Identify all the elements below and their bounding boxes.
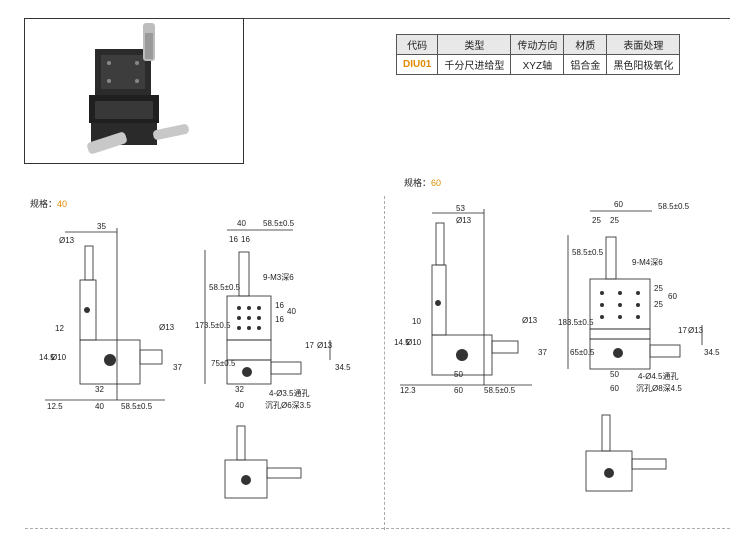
cell-material: 铝合金: [563, 54, 608, 75]
dim-60-u: 34.5: [704, 348, 720, 357]
spec-value: 40: [57, 199, 68, 209]
dim-60-s: 17: [678, 326, 687, 335]
dim-40-hole1: 4-Ø3.5通孔: [269, 388, 309, 398]
dim-40-e: 16: [229, 235, 238, 244]
dim-60-b: Ø13: [456, 216, 472, 225]
bottom-divider: [25, 528, 730, 529]
spec-value: 60: [431, 178, 442, 188]
dim-60-a: 53: [456, 204, 465, 213]
dim-60-c: 60: [614, 200, 623, 209]
cell-finish: 黑色阳极氧化: [606, 54, 681, 75]
drawing-60: 53 Ø13 10 14.5 Ø10 Ø13 37 50 12.3 60 58.…: [394, 200, 720, 492]
dim-60-z: 58.5±0.5: [484, 386, 516, 395]
dim-40-u: 34.5: [335, 363, 351, 372]
dim-40-h: 58.5±0.5: [209, 283, 241, 292]
dim-40-a: 35: [97, 222, 106, 231]
dim-40-j: 12: [55, 324, 64, 333]
dim-40-c: 40: [237, 219, 246, 228]
dim-40-m: Ø13: [159, 323, 175, 332]
dim-40-l: Ø10: [51, 353, 67, 362]
table-row: DIU01 千分尺进给型 XYZ轴 铝合金 黑色阳极氧化: [395, 54, 681, 75]
dim-60-n: 37: [538, 348, 547, 357]
dim-40-t: Ø13: [317, 341, 333, 350]
top-rule: [25, 18, 730, 19]
dim-60-v: 50: [454, 370, 463, 379]
spec-label-40: 规格：40: [30, 197, 67, 210]
dim-40-k: 14.5: [39, 353, 55, 362]
cell-type: 千分尺进给型: [437, 54, 512, 75]
dim-60-w: 60: [610, 384, 619, 393]
col-material: 材质: [563, 34, 608, 55]
dim-60-hole2: 沉孔Ø8深4.5: [636, 384, 682, 393]
dim-60-bot: 50: [610, 370, 619, 379]
dim-60-p: 25: [654, 300, 663, 309]
dim-40-q: 40: [287, 307, 296, 316]
dim-40-s: 17: [305, 341, 314, 350]
dim-40-w: 40: [235, 401, 244, 410]
xyz-stage-photo-icon: [87, 23, 189, 154]
spec-table: 代码 类型 传动方向 材质 表面处理 DIU01 千分尺进给型 XYZ轴 铝合金…: [395, 34, 681, 75]
dim-40-f: 16: [241, 235, 250, 244]
dim-40-p: 16: [275, 315, 284, 324]
dim-60-x: 12.3: [400, 386, 416, 395]
dim-60-h: 58.5±0.5: [572, 248, 604, 257]
dim-60-t: Ø13: [688, 326, 704, 335]
col-code: 代码: [395, 34, 439, 55]
dim-40-bot: 32: [235, 385, 244, 394]
dim-60-r: 65±0.5: [570, 348, 595, 357]
dim-60-q: 60: [668, 292, 677, 301]
dim-60-d: 58.5±0.5: [658, 202, 690, 211]
dim-40-b: Ø13: [59, 236, 75, 245]
dim-60-m: Ø13: [522, 316, 538, 325]
cell-direction: XYZ轴: [510, 54, 565, 75]
dim-40-hole2: 沉孔Ø6深3.5: [265, 401, 311, 410]
dim-40-n: 37: [173, 363, 182, 372]
dim-60-e: 25: [592, 216, 601, 225]
dim-60-hole1: 4-Ø4.5通孔: [638, 371, 678, 381]
spec-label-60: 规格：60: [404, 176, 441, 189]
dim-60-i: 183.5±0.5: [558, 318, 594, 327]
col-type: 类型: [437, 34, 512, 55]
col-finish: 表面处理: [606, 34, 681, 55]
dim-40-o: 16: [275, 301, 284, 310]
section-divider: [384, 196, 385, 530]
dim-60-o: 25: [654, 284, 663, 293]
dim-60-y: 60: [454, 386, 463, 395]
dim-40-x: 12.5: [47, 402, 63, 411]
dim-40-i: 173.5±0.5: [195, 321, 231, 330]
dim-60-j: 10: [412, 317, 421, 326]
spec-prefix: 规格：: [30, 199, 58, 209]
drawing-40: 35 Ø13 12 14.5 Ø10 Ø13 37 32 12.5 40 58.…: [39, 219, 351, 499]
dim-40-y: 40: [95, 402, 104, 411]
spec-prefix: 规格：: [404, 178, 432, 188]
dim-40-r: 75±0.5: [211, 359, 236, 368]
product-photo: [24, 18, 244, 164]
dim-60-k: 14.5: [394, 338, 410, 347]
col-direction: 传动方向: [510, 34, 565, 55]
dim-40-z: 58.5±0.5: [121, 402, 153, 411]
dim-60-f: 25: [610, 216, 619, 225]
cell-code: DIU01: [395, 54, 439, 75]
dim-40-d: 58.5±0.5: [263, 219, 295, 228]
dim-60-l: Ø10: [406, 338, 422, 347]
dim-40-g: 9-M3深6: [263, 273, 294, 282]
dim-60-g: 9-M4深6: [632, 258, 663, 267]
dim-40-v: 32: [95, 385, 104, 394]
spec-table-header: 代码 类型 传动方向 材质 表面处理: [395, 34, 681, 55]
